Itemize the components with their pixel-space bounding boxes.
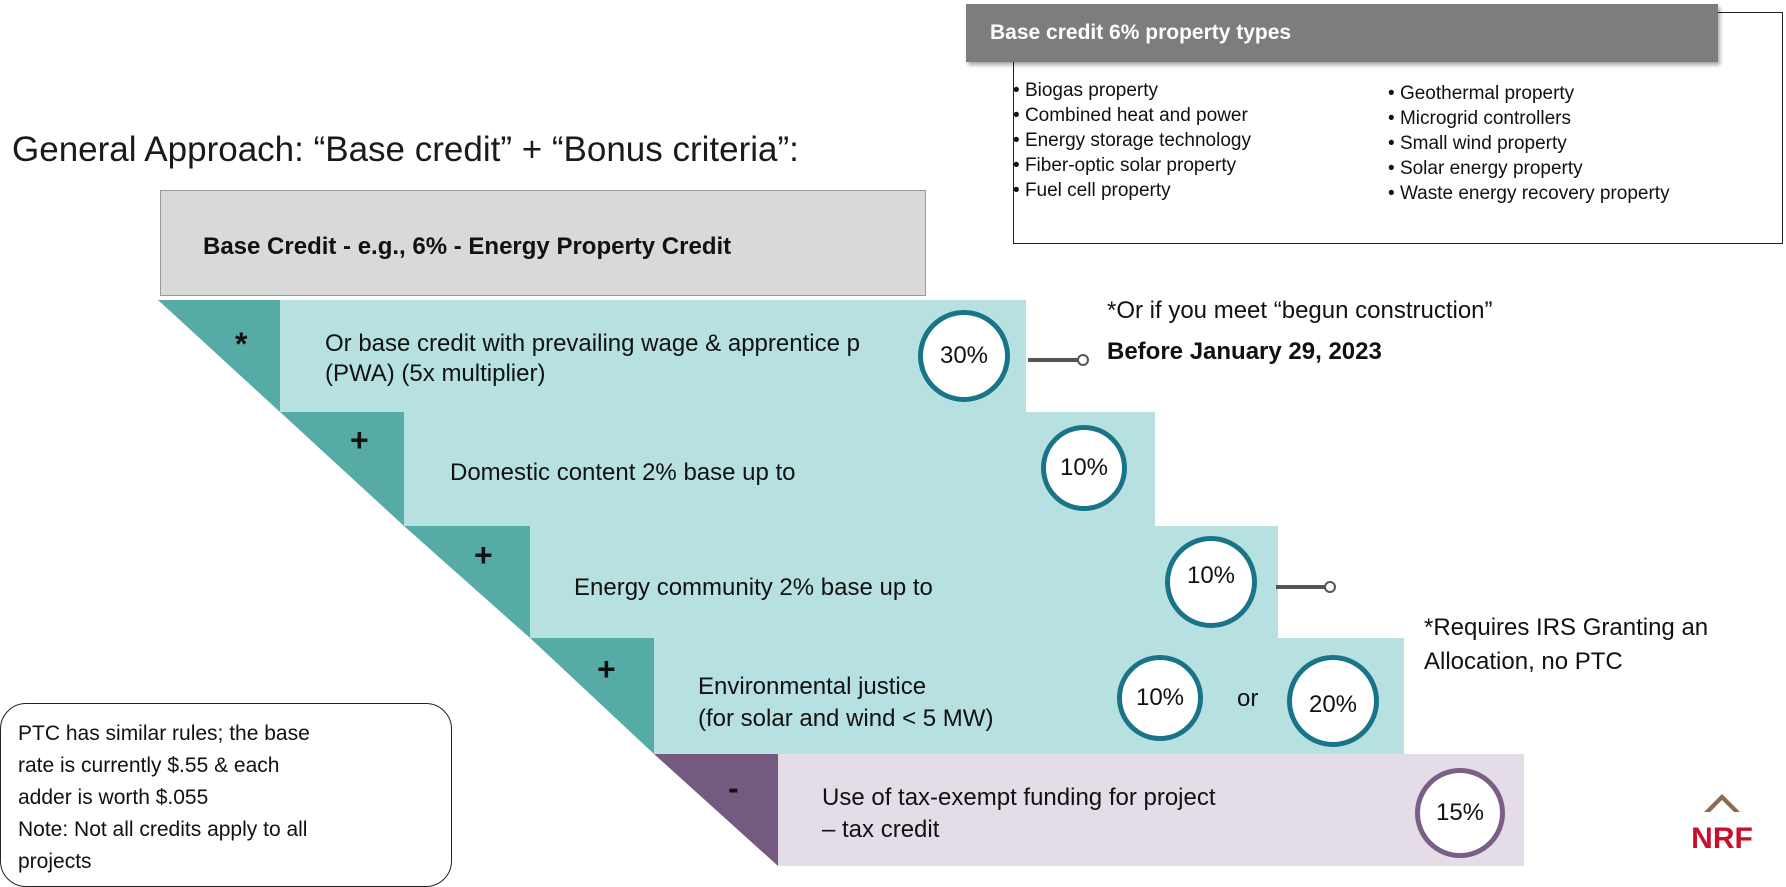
step-1-percent-circle: 30%	[918, 310, 1010, 402]
step-4-text-line-1: Environmental justice	[698, 673, 927, 700]
list-item: Waste energy recovery property	[1388, 181, 1670, 206]
step-2-band	[404, 412, 1155, 526]
step-1-connector	[1028, 358, 1080, 362]
ptc-note-box	[0, 703, 452, 887]
step-2-percent-circle: 10%	[1041, 425, 1127, 511]
step-4-text-line-2: (for solar and wind < 5 MW)	[698, 705, 994, 732]
step-5-percent-circle: 15%	[1415, 768, 1505, 858]
ptc-note-text: PTC has similar rules; the base rate is …	[18, 718, 310, 878]
step-3-sign: +	[474, 537, 493, 573]
property-types-header-label: Base credit 6% property types	[990, 21, 1292, 44]
step-1-triangle	[158, 300, 280, 412]
base-credit-label: Base Credit - e.g., 6% - Energy Property…	[203, 233, 732, 260]
ptc-note-line: adder is worth $.055	[18, 786, 209, 809]
step-4-percent-circle-2: 20%	[1287, 655, 1379, 747]
list-item: Microgrid controllers	[1388, 106, 1670, 131]
step-5-sign: -	[728, 770, 739, 806]
base-credit-box: Base Credit - e.g., 6% - Energy Property…	[160, 190, 926, 296]
property-types-header: Base credit 6% property types	[966, 4, 1718, 62]
step-3-triangle	[404, 526, 530, 638]
step-3-connector	[1276, 585, 1328, 589]
step-2-percent: 10%	[1059, 454, 1109, 481]
ptc-note-line: Note: Not all credits apply to all	[18, 818, 308, 841]
step-3-percent: 10%	[1186, 562, 1236, 589]
step-4-percent: 10%	[1135, 684, 1185, 711]
step-5-text-line-1: Use of tax-exempt funding for project	[822, 784, 1216, 811]
nrf-logo: NRF	[1692, 794, 1752, 852]
step-1-percent: 30%	[939, 342, 989, 369]
step-4-triangle	[530, 638, 654, 754]
step-5-text-line-2: – tax credit	[822, 816, 940, 843]
ptc-note-line: rate is currently $.55 & each	[18, 754, 280, 777]
step-3-connector-dot	[1324, 581, 1336, 593]
step-4-sign: +	[597, 651, 616, 687]
begun-construction-date: Before January 29, 2023	[1107, 338, 1382, 365]
step-2-triangle	[280, 412, 404, 526]
step-5-band	[778, 754, 1524, 866]
list-item: Fiber-optic solar property	[1013, 153, 1251, 178]
step-1-band	[280, 300, 1026, 412]
ptc-note-line: PTC has similar rules; the base	[18, 722, 310, 745]
step-2-sign: +	[350, 422, 369, 458]
list-item: Energy storage technology	[1013, 128, 1251, 153]
irs-note-line-1: *Requires IRS Granting an	[1424, 614, 1709, 641]
begun-construction-note: *Or if you meet “begun construction”	[1107, 297, 1493, 324]
step-4-percent-circle: 10%	[1117, 655, 1203, 741]
step-5-percent: 15%	[1435, 799, 1485, 826]
step-3-band	[530, 526, 1278, 638]
property-types-list-left: Biogas property Combined heat and power …	[1013, 78, 1251, 203]
step-5-triangle	[654, 754, 778, 866]
step-2-text-line-1: Domestic content 2% base up to	[450, 459, 796, 486]
list-item: Combined heat and power	[1013, 103, 1251, 128]
step-4-percent-2: 20%	[1308, 691, 1358, 718]
ptc-note-line: projects	[18, 850, 92, 873]
step-1-text-line-1: Or base credit with prevailing wage & ap…	[325, 330, 860, 357]
list-item: Geothermal property	[1388, 81, 1670, 106]
step-4-band	[654, 638, 1404, 754]
step-1-connector-dot	[1077, 354, 1089, 366]
page-title: General Approach: “Base credit” + “Bonus…	[12, 130, 799, 169]
step-4-or-label: or	[1237, 685, 1259, 712]
list-item: Fuel cell property	[1013, 178, 1251, 203]
irs-note-line-2: Allocation, no PTC	[1424, 648, 1623, 675]
list-item: Biogas property	[1013, 78, 1251, 103]
step-3-percent-circle: 10%	[1165, 536, 1257, 628]
step-3-text-line-1: Energy community 2% base up to	[574, 574, 933, 601]
list-item: Small wind property	[1388, 131, 1670, 156]
step-1-text-line-2: (PWA) (5x multiplier)	[325, 360, 546, 387]
svg-text:NRF: NRF	[1692, 822, 1752, 852]
step-1-sign: *	[235, 326, 248, 362]
list-item: Solar energy property	[1388, 156, 1670, 181]
property-types-list-right: Geothermal property Microgrid controller…	[1388, 81, 1670, 206]
